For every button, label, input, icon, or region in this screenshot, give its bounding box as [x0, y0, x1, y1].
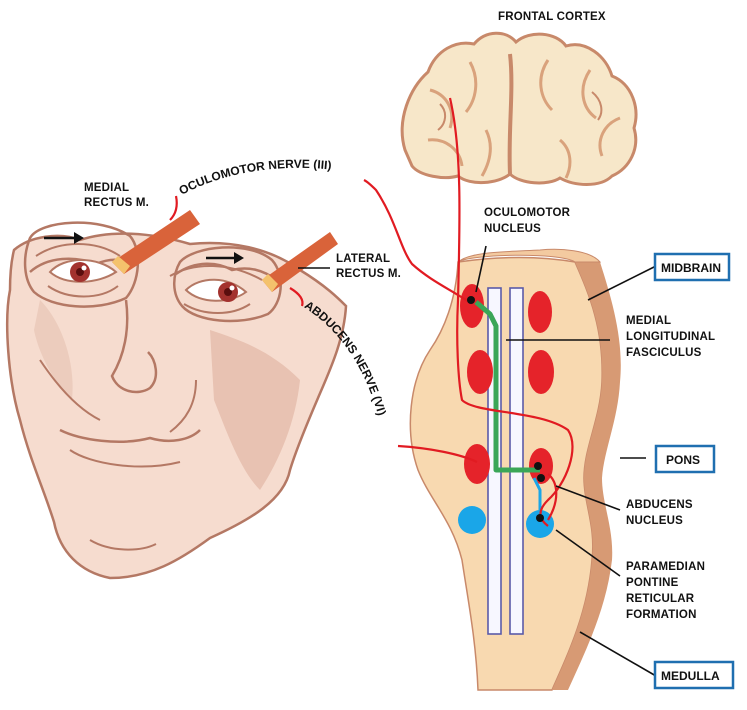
region-box-midbrain: MIDBRAIN	[653, 252, 731, 282]
label-abducens-nucleus: ABDUCENS NUCLEUS	[626, 499, 696, 527]
eye-muscles	[112, 210, 338, 292]
right-arrow-icon	[44, 232, 84, 244]
right-arrow-icon	[206, 252, 244, 264]
face	[6, 232, 348, 580]
label-oculomotor-nerve: OCULOMOTOR NERVE (III)	[177, 157, 333, 198]
synapse-dots	[467, 296, 545, 522]
frontal-cortex	[400, 31, 638, 186]
svg-text:MEDULLA: MEDULLA	[661, 669, 720, 683]
label-mlf: MEDIAL LONGITUDINAL FASCICULUS	[626, 315, 718, 359]
region-box-pons: PONS	[654, 444, 716, 474]
label-pprf: PARAMEDIAN PONTINE RETICULAR FORMATION	[626, 561, 709, 621]
neural-pathways	[363, 97, 574, 527]
nuclei	[458, 284, 554, 538]
svg-text:PONS: PONS	[666, 453, 700, 467]
label-frontal-cortex: FRONTAL CORTEX	[498, 11, 606, 23]
face-nerves	[169, 195, 304, 307]
svg-text:MIDBRAIN: MIDBRAIN	[661, 261, 721, 275]
mlf-pathway	[474, 300, 540, 473]
eye-globes	[23, 221, 282, 323]
label-oculomotor-nucleus: OCULOMOTOR NUCLEUS	[484, 207, 574, 235]
label-lateral-rectus: LATERAL RECTUS M.	[336, 253, 401, 280]
leader-lines	[298, 245, 657, 677]
region-box-medulla: MEDULLA	[653, 660, 735, 690]
label-medial-rectus: MEDIAL RECTUS M.	[84, 182, 149, 209]
